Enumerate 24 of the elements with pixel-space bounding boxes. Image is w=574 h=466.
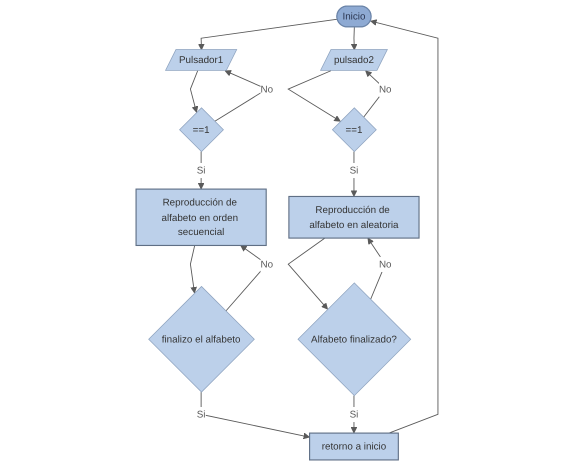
- edge-label: Si: [350, 164, 358, 176]
- node-diamond: finalizo el alfabeto: [148, 286, 255, 393]
- node-diamond: ==1: [332, 107, 377, 152]
- arrow: [190, 70, 198, 113]
- edge-label: Si: [350, 408, 358, 420]
- arrow: [287, 70, 341, 122]
- edge-label: Si: [196, 408, 206, 420]
- arrow: [350, 26, 358, 50]
- edge-label: No: [378, 83, 392, 95]
- arrow: [198, 18, 338, 50]
- node-box: Reproducción de alfabeto en orden secuencial: [135, 188, 267, 246]
- arrow: [200, 392, 310, 440]
- arrow: [190, 245, 197, 294]
- arrow: [370, 19, 438, 434]
- node-diamond: Alfabeto finalizado?: [297, 282, 412, 396]
- edge-label: No: [260, 83, 274, 95]
- arrow: [350, 151, 358, 197]
- node-diamond: ==1: [179, 107, 224, 152]
- node-box: Reproducción de alfabeto en aleatoria: [288, 196, 420, 239]
- edge-label: Si: [196, 164, 206, 176]
- arrow: [288, 238, 328, 310]
- node-box: retorno a inicio: [309, 432, 399, 461]
- edge-label: No: [260, 258, 274, 270]
- edge-label: No: [378, 258, 392, 270]
